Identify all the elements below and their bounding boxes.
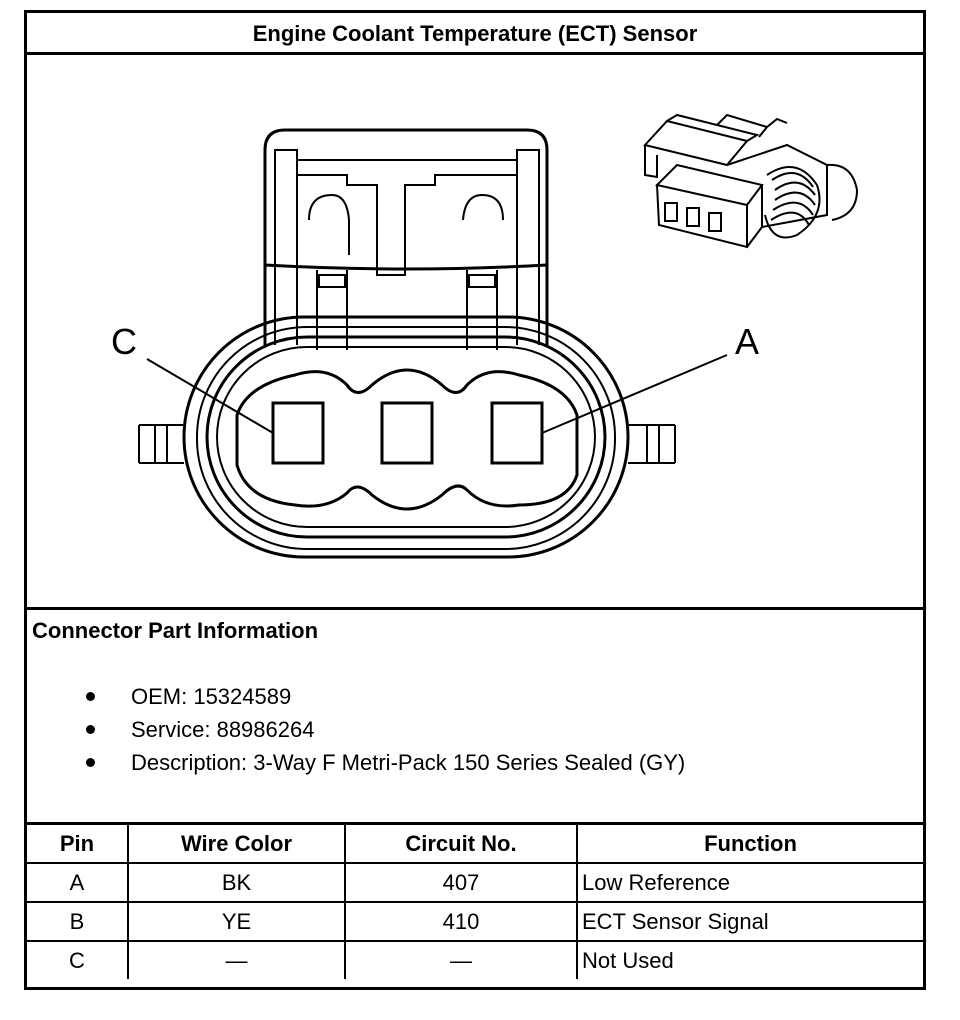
connector-sheet: Engine Coolant Temperature (ECT) Sensor	[24, 10, 926, 990]
table-row: B YE 410 ECT Sensor Signal	[27, 901, 923, 942]
list-item: Service: 88986264	[27, 713, 685, 746]
cell-circuit-no: 410	[344, 901, 578, 942]
cell-pin: A	[27, 862, 129, 903]
header-circuit-no: Circuit No.	[344, 825, 578, 864]
table-header-row: Pin Wire Color Circuit No. Function	[27, 825, 923, 864]
page-title: Engine Coolant Temperature (ECT) Sensor	[27, 13, 923, 55]
oem-number: OEM: 15324589	[131, 684, 292, 709]
cell-wire-color: —	[127, 940, 346, 979]
connector-description: Description: 3-Way F Metri-Pack 150 Seri…	[131, 750, 686, 775]
service-number: Service: 88986264	[131, 717, 315, 742]
connector-part-information: Connector Part Information OEM: 15324589…	[27, 607, 923, 825]
table-row: A BK 407 Low Reference	[27, 862, 923, 903]
cell-wire-color: BK	[127, 862, 346, 903]
cell-function: Low Reference	[576, 862, 923, 903]
table-row: C — — Not Used	[27, 940, 923, 979]
header-wire-color: Wire Color	[127, 825, 346, 864]
list-item: Description: 3-Way F Metri-Pack 150 Seri…	[27, 746, 685, 779]
connector-drawing-area: C A	[27, 55, 923, 607]
cell-function: Not Used	[576, 940, 923, 979]
cell-circuit-no: —	[344, 940, 578, 979]
pin-label-a: A	[735, 321, 760, 362]
cell-wire-color: YE	[127, 901, 346, 942]
bullet-icon	[86, 692, 95, 701]
connector-info-list: OEM: 15324589 Service: 88986264 Descript…	[27, 680, 685, 779]
header-function: Function	[576, 825, 923, 864]
cell-function: ECT Sensor Signal	[576, 901, 923, 942]
connector-isometric-icon	[643, 113, 859, 249]
bullet-icon	[86, 725, 95, 734]
connector-face-drawing	[138, 113, 859, 559]
list-item: OEM: 15324589	[27, 680, 685, 713]
pin-table: Pin Wire Color Circuit No. Function A BK…	[27, 825, 923, 979]
bullet-icon	[86, 758, 95, 767]
cell-pin: C	[27, 940, 129, 979]
cell-pin: B	[27, 901, 129, 942]
connector-info-heading: Connector Part Information	[32, 618, 319, 643]
cell-circuit-no: 407	[344, 862, 578, 903]
pin-label-c: C	[111, 321, 137, 362]
header-pin: Pin	[27, 825, 129, 864]
